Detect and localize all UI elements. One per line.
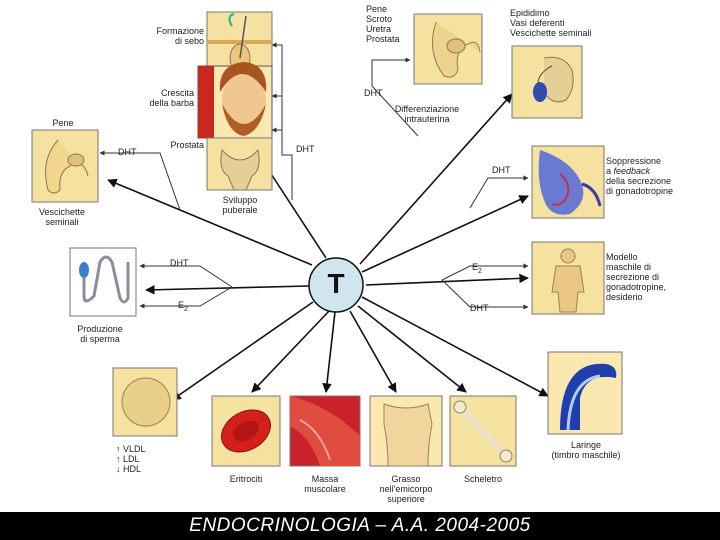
pene-scroto-illustration (413, 13, 483, 85)
feedback-illustration (531, 145, 605, 219)
arrow-to-lipids (171, 301, 314, 401)
label-epididimo: Epididimo Vasi deferenti Vescichette sem… (510, 8, 592, 38)
label-prostata: Prostata (170, 140, 204, 150)
label-differenziazione: Differenziazione intrauterina (394, 104, 460, 124)
tag-dht-bracket: DHT (296, 144, 315, 154)
label-massa: Massa muscolare (304, 474, 346, 494)
label-pene-left: Pene (52, 118, 74, 128)
modello-illustration (531, 241, 605, 315)
label-laringe: Laringe (timbro maschile) (551, 440, 621, 460)
sperma-illustration (69, 247, 137, 317)
arrow-to-grasso (349, 310, 397, 393)
tag-dht-sperma: DHT (170, 258, 189, 268)
branch-dht-feedback (469, 175, 529, 209)
testosterone-effects-diagram (31, 11, 623, 467)
arrow-to-massa (322, 311, 336, 393)
arrow-to-pene-left (107, 178, 313, 266)
footer-title: ENDOCRINOLOGIA – A.A. 2004-2005 (189, 515, 531, 536)
branch-dht-bracket (271, 127, 293, 200)
eritrociti-illustration (211, 395, 281, 467)
prostata-illustration (206, 137, 273, 191)
lipids-illustration (112, 367, 178, 437)
label-barba: Crescita della barba (149, 88, 194, 108)
label-sperma: Produzione di sperma (77, 324, 123, 344)
branch-dht-sperma (139, 263, 233, 288)
arrow-to-scheletro (357, 305, 467, 393)
tag-dht-differenziazione: DHT (364, 88, 383, 98)
testosterone-circle (308, 257, 364, 313)
arrow-to-laringe (361, 296, 549, 397)
arrow-to-epididimo (359, 93, 513, 265)
label-grasso: Grasso nell'emicorpo superiore (379, 474, 433, 504)
label-lipids: ↑ VLDL ↑ LDL ↓ HDL (116, 444, 146, 474)
massa-illustration (289, 395, 361, 467)
tag-e2-sperma: E2 (178, 300, 188, 313)
label-vescichette-left: Vescichette seminali (38, 207, 86, 227)
branch-e2-sperma (139, 286, 233, 309)
arrow-to-feedback (361, 195, 529, 273)
label-scheletro: Scheletro (463, 474, 503, 484)
label-soppressione: Soppressione a feedback della secrezione… (606, 156, 674, 196)
arrow-to-sperma (145, 284, 310, 295)
epididimo-illustration (511, 45, 583, 119)
arrow-to-modello (365, 273, 529, 286)
label-eritrociti: Eritrociti (229, 474, 263, 484)
arrow-to-sebo (261, 159, 327, 259)
branch-dht-pene (99, 150, 181, 211)
label-sebo: Formazione di sebo (156, 26, 204, 46)
tag-dht-feedback: DHT (492, 165, 511, 175)
label-pubertale: Sviluppo puberale (222, 195, 258, 215)
grasso-illustration (369, 395, 443, 467)
footer-bar: ENDOCRINOLOGIA – A.A. 2004-2005 (0, 512, 720, 540)
branch-dht-differenziazione (371, 57, 419, 137)
testosterone-label: T (327, 268, 345, 299)
tag-dht-right: DHT (470, 303, 489, 313)
barba-illustration (197, 62, 273, 139)
pene-left-illustration (31, 129, 99, 203)
arrow-to-eritrociti (251, 309, 331, 393)
tag-e2-right: E2 (472, 262, 482, 275)
scheletro-illustration (449, 395, 517, 467)
branch-dht-right (441, 279, 529, 310)
laringe-illustration (547, 351, 623, 435)
branch-e2-right (441, 263, 529, 281)
tag-dht-pene: DHT (118, 147, 137, 157)
label-pene-scroto: Pene Scroto Uretra Prostata (366, 4, 400, 44)
label-modello: Modello maschile di secrezione di gonado… (606, 252, 667, 302)
